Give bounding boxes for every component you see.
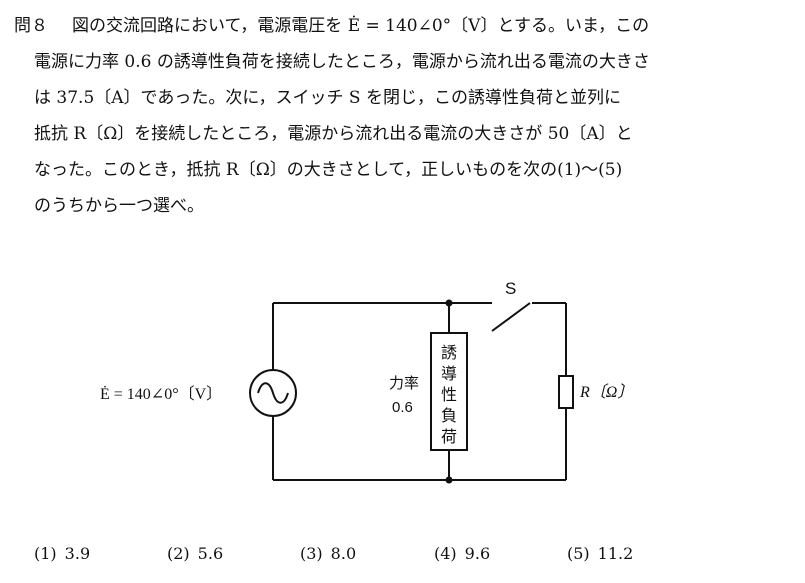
resistor-box (558, 375, 574, 409)
choice-5[interactable]: (5) 11.2 (567, 544, 633, 563)
choice-2[interactable]: (2) 5.6 (167, 544, 223, 563)
choice-2-value: 5.6 (197, 544, 224, 563)
load-char-2: 導 (441, 364, 457, 383)
resistor-label: R〔Ω〕 (579, 383, 633, 401)
choice-1[interactable]: (1) 3.9 (34, 544, 90, 563)
choice-1-number: (1) (34, 544, 57, 563)
choice-4[interactable]: (4) 9.6 (434, 544, 490, 563)
choice-4-value: 9.6 (464, 544, 491, 563)
choice-5-value: 11.2 (597, 544, 634, 563)
choice-1-value: 3.9 (64, 544, 91, 563)
question-line-2: 電源に力率 0.6 の誘導性負荷を接続したところ，電源から流れ出る電流の大きさ (34, 52, 650, 72)
inductive-load-box (430, 332, 468, 451)
junction-top (445, 299, 453, 307)
question-text: 問８ 図の交流回路において，電源電圧を Ė = 140∠0°〔V〕とする。いま，こ… (14, 8, 794, 224)
question-line-3: は 37.5〔A〕であった。次に，スイッチ S を閉じ，この誘導性負荷と並列に (34, 88, 621, 108)
load-char-4: 負 (441, 406, 457, 425)
question-line-6: のうちから一つ選べ。 (34, 196, 204, 216)
answer-choices: (1) 3.9 (2) 5.6 (3) 8.0 (4) 9.6 (5) 11.2 (34, 544, 734, 572)
choice-3-value: 8.0 (330, 544, 357, 563)
question-line-4: 抵抗 R〔Ω〕を接続したところ，電源から流れ出る電流の大きさが 50〔A〕と (34, 124, 633, 144)
ac-source-icon (249, 369, 297, 417)
load-char-5: 荷 (441, 427, 457, 446)
load-char-3: 性 (441, 385, 457, 404)
choice-3[interactable]: (3) 8.0 (300, 544, 356, 563)
source-label: Ė = 140∠0°〔V〕 (100, 385, 222, 403)
question-line-1-text: 図の交流回路において，電源電圧を Ė = 140∠0°〔V〕とする。いま，この (72, 16, 650, 36)
junction-bottom (445, 476, 453, 484)
choice-5-number: (5) (567, 544, 590, 563)
load-pf-label: 力率 (389, 374, 419, 392)
load-pf-value: 0.6 (392, 399, 413, 416)
switch-blade (491, 302, 531, 332)
choice-4-number: (4) (434, 544, 457, 563)
switch-label: S (505, 279, 516, 298)
choice-2-number: (2) (167, 544, 190, 563)
choice-3-number: (3) (300, 544, 323, 563)
question-line-1: 問８ 図の交流回路において，電源電圧を Ė = 140∠0°〔V〕とする。いま，こ… (14, 8, 794, 44)
load-char-1: 誘 (441, 343, 457, 362)
sine-wave-icon (257, 382, 289, 404)
question-line-5: なった。このとき，抵抗 R〔Ω〕の大きさとして，正しいものを次の(1)～(5) (34, 160, 623, 180)
inductive-load-label: 誘 導 性 負 荷 (441, 343, 457, 446)
question-number: 問８ (14, 16, 48, 36)
